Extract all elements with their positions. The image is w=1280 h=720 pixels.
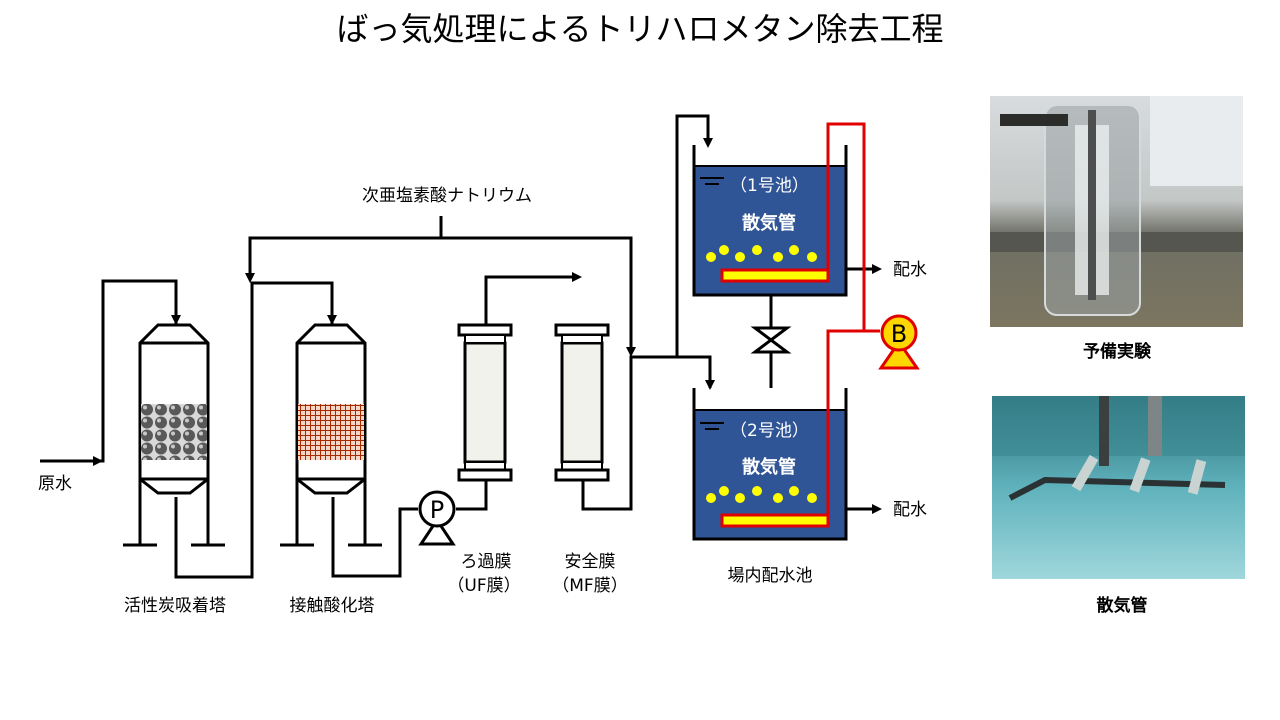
- flow-arrow-mf: [572, 272, 582, 282]
- raw-water-arrow: [93, 456, 103, 466]
- uf-housing: [463, 341, 507, 464]
- pump-label: P: [430, 496, 444, 524]
- contact-oxidation-label: 接触酸化塔: [290, 596, 375, 616]
- mf-label-line2: （MF膜）: [552, 576, 627, 596]
- hypochlorite-dosing-pipe: [248, 216, 443, 275]
- photo-preliminary-experiment: [990, 96, 1243, 327]
- raw-water-label: 原水: [38, 474, 72, 494]
- mf-cap-bottom: [554, 468, 610, 482]
- flow-arrow-tank1: [703, 138, 713, 148]
- reservoir-tank-1: （1号池） 散気管: [692, 145, 848, 297]
- photo2-pipe-vertical-2: [1148, 396, 1162, 456]
- pipe-uf-to-mf: [484, 275, 575, 325]
- water-pipes: [40, 114, 872, 579]
- tank2-name-label: （2号池）: [730, 421, 809, 441]
- distribution-label-2: 配水: [893, 500, 927, 520]
- distribution-arrow-1: [872, 264, 882, 274]
- reservoir-label: 場内配水池: [728, 566, 813, 586]
- mf-label-line1: 安全膜: [565, 552, 616, 572]
- uf-membrane-module: [457, 323, 513, 482]
- distribution-arrow-2: [872, 504, 882, 514]
- tank1-diffuser-bar: [720, 268, 830, 283]
- valve-body: [750, 326, 792, 354]
- blower-base: [878, 339, 920, 370]
- photo2-back-wall: [992, 396, 1245, 456]
- mf-housing: [560, 341, 604, 464]
- flow-arrows: [93, 138, 882, 514]
- photo1-window: [1150, 96, 1243, 186]
- activated-carbon-label: 活性炭吸着塔: [124, 596, 226, 616]
- uf-label-line1: ろ過膜: [461, 552, 512, 572]
- photo-diffuser: [992, 396, 1245, 579]
- feed-pump: P: [418, 490, 456, 546]
- mf-membrane-module: [554, 323, 610, 482]
- tank1-diffuser-label: 散気管: [742, 212, 796, 234]
- photo2-caption: 散気管: [1097, 595, 1148, 616]
- photo2-diffuser-units: [1071, 454, 1207, 495]
- photo1-caption: 予備実験: [1083, 341, 1152, 362]
- flow-arrow-junction: [626, 347, 636, 357]
- uf-collar-top: [464, 334, 506, 344]
- flow-arrow-oxidation: [327, 315, 337, 325]
- tank2-diffuser-label: 散気管: [742, 456, 796, 478]
- page-title: ばっ気処理によるトリハロメタン除去工程: [336, 10, 943, 48]
- reservoir-tank-2: （2号池） 散気管: [692, 388, 848, 541]
- photo2-pipe-vertical-1: [1099, 396, 1109, 466]
- tank1-name-label: （1号池）: [730, 176, 809, 196]
- pipe-mf-to-tanks: [581, 355, 712, 511]
- tank2-air-bubbles: [706, 486, 817, 503]
- blower-label: B: [891, 320, 907, 348]
- air-supply-lines: [826, 122, 880, 521]
- tank1-level-icon: [700, 177, 724, 185]
- photo1-cap: [1000, 114, 1068, 126]
- flow-arrow-tank2: [705, 380, 715, 390]
- pipe-oxidation-to-pump: [331, 497, 418, 578]
- uf-label-line2: （UF膜）: [447, 576, 520, 596]
- raw-water-inlet-pipe: [40, 279, 178, 463]
- flow-arrow-hypochlorite: [245, 273, 255, 283]
- mf-collar-top: [561, 334, 603, 344]
- mf-cap-top: [554, 323, 610, 337]
- uf-cap-bottom: [457, 468, 513, 482]
- contact-oxidation-tower: [280, 323, 382, 547]
- blower-body: [880, 314, 918, 352]
- flow-arrow-carbon: [171, 315, 181, 325]
- activated-carbon-tower: [123, 323, 225, 547]
- air-line-tank2: [826, 329, 880, 521]
- tank2-diffuser-bar: [720, 513, 830, 528]
- gate-valve: [750, 326, 792, 354]
- pump-body: [418, 490, 456, 528]
- pipe-carbon-to-oxidation: [174, 281, 334, 579]
- photo1-air-tube: [1088, 110, 1096, 300]
- distribution-label-1: 配水: [893, 260, 927, 280]
- uf-cap-top: [457, 323, 513, 337]
- hypochlorite-label: 次亜塩素酸ナトリウム: [362, 186, 532, 206]
- pipe-pump-to-uf: [456, 480, 488, 511]
- pipe-to-tank1: [675, 114, 710, 357]
- tank2-walls: [692, 388, 848, 541]
- air-blower: B: [878, 314, 920, 370]
- hypochlorite-to-tanks: [441, 236, 633, 350]
- photo2-diffuser-pipe: [1008, 476, 1226, 501]
- carbon-media-bed: [141, 404, 207, 460]
- tank1-air-bubbles: [706, 245, 817, 262]
- tank2-level-icon: [700, 422, 724, 430]
- pump-base: [418, 517, 456, 546]
- tank1-walls: [692, 145, 848, 297]
- oxidation-media-bed: [298, 404, 364, 460]
